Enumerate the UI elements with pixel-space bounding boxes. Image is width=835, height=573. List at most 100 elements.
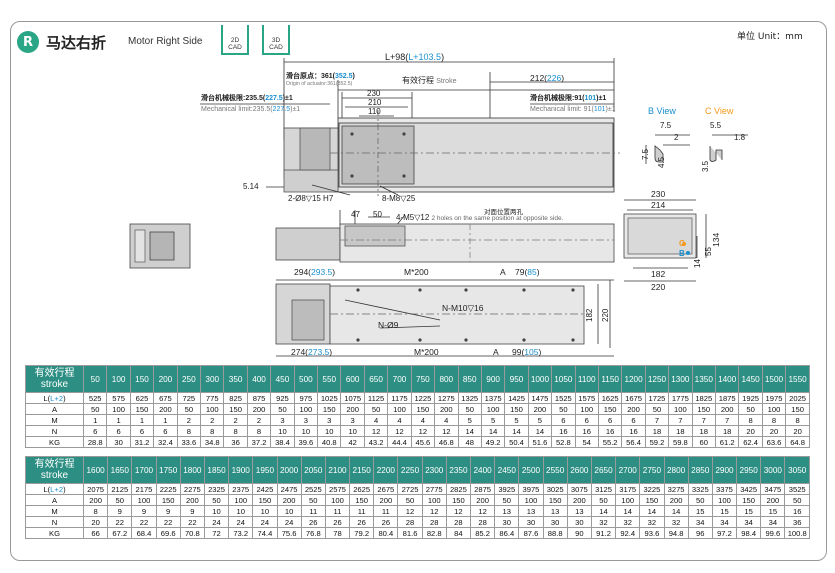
table-cell: 5: [527, 414, 553, 426]
table-cell: 1775: [668, 392, 693, 404]
dim-47: 47: [351, 210, 360, 219]
b-dim-2: 2: [674, 133, 679, 142]
table-cell: 3075: [566, 483, 592, 495]
table-cell: 3425: [736, 483, 762, 495]
table-cell: 40.8: [317, 436, 342, 448]
table-cell: 525: [82, 392, 108, 404]
table-cell: 20: [82, 516, 109, 528]
table-cell: 90: [566, 527, 592, 539]
m-row-label: M: [25, 414, 84, 426]
table-cell: 24: [203, 516, 230, 528]
table-cell: 2775: [421, 483, 447, 495]
kg-row-label: KG: [25, 436, 84, 448]
end-dim-182: 182: [651, 269, 665, 279]
table-cell: 1675: [621, 392, 646, 404]
table-cell: 7: [691, 414, 716, 426]
table-cell: 8: [200, 425, 225, 437]
table-cell: 100: [711, 494, 738, 506]
table-cell: 16: [597, 425, 623, 437]
table-cell: 50: [300, 494, 326, 506]
table-cell: 8: [176, 425, 202, 437]
table-cell: 63.6: [761, 436, 787, 448]
table-cell: 16: [784, 505, 810, 517]
table-cell: 100: [228, 494, 254, 506]
table-cell: 2300: [421, 456, 447, 484]
table-cell: 6: [153, 425, 178, 437]
table-cell: 10: [293, 425, 319, 437]
table-cell: 1250: [644, 365, 670, 393]
table-cell: 350: [223, 365, 248, 393]
table-cell: 18: [691, 425, 716, 437]
table-cell: 900: [480, 365, 506, 393]
table-cell: 4: [410, 414, 436, 426]
table-cell: 200: [760, 494, 786, 506]
table-cell: 52.8: [551, 436, 576, 448]
table-cell: 1400: [714, 365, 740, 393]
table-cell: 62.4: [738, 436, 763, 448]
table-cell: 1150: [597, 365, 623, 393]
table-cell: 14: [480, 425, 506, 437]
table-cell: 600: [340, 365, 365, 393]
table-cell: 31.2: [129, 436, 155, 448]
table-cell: 50: [644, 403, 670, 415]
table-cell: 500: [293, 365, 319, 393]
table-cell: 2750: [639, 456, 665, 484]
table-cell: 9: [107, 505, 133, 517]
table-cell: 88.8: [542, 527, 568, 539]
table-cell: 575: [106, 392, 131, 404]
table-cell: 625: [129, 392, 155, 404]
table-cell: 33.6: [176, 436, 202, 448]
table-cell: 22: [155, 516, 181, 528]
table-cell: 49.2: [480, 436, 506, 448]
table-cell: 28: [445, 516, 472, 528]
table-cell: 2625: [349, 483, 375, 495]
table-cell: 1000: [527, 365, 553, 393]
table-cell: 12: [445, 505, 472, 517]
bottom-a-top: A: [500, 267, 506, 277]
table-cell: 1: [82, 414, 108, 426]
table-cell: 150: [223, 403, 248, 415]
end-dim-134: 134: [711, 233, 721, 247]
table-cell: 14: [663, 505, 689, 517]
table-cell: 26: [300, 516, 326, 528]
table-cell: 50: [457, 403, 482, 415]
table-cell: 100: [421, 494, 447, 506]
table-cell: 37.2: [246, 436, 272, 448]
table-cell: 22: [179, 516, 205, 528]
end-dim-220: 220: [651, 282, 665, 292]
table-cell: 50: [82, 403, 108, 415]
table-cell: 93.6: [639, 527, 665, 539]
table-cell: 2550: [542, 456, 568, 484]
end-dim-214: 214: [651, 200, 665, 210]
table-cell: 28: [421, 516, 447, 528]
table-cell: 150: [639, 494, 665, 506]
table-cell: 725: [176, 392, 202, 404]
end-dim-230: 230: [651, 189, 665, 199]
table-cell: 150: [691, 403, 716, 415]
table-cell: 20: [738, 425, 763, 437]
dim-50: 50: [373, 210, 382, 219]
table-cell: 2825: [445, 483, 472, 495]
table-cell: 100: [480, 403, 506, 415]
table-cell: 98.4: [736, 527, 762, 539]
table-cell: 9: [131, 505, 157, 517]
table-cell: 850: [457, 365, 482, 393]
table-cell: 50: [687, 494, 713, 506]
table-cell: 3: [317, 414, 342, 426]
table-cell: 2425: [252, 483, 278, 495]
table-cell: 28: [469, 516, 496, 528]
table-cell: 100: [200, 403, 225, 415]
table-cell: 3: [340, 414, 365, 426]
table-cell: 32.4: [153, 436, 178, 448]
table-cell: 8: [738, 414, 763, 426]
table-cell: 8: [785, 414, 810, 426]
table-cell: 1: [129, 414, 155, 426]
table-cell: 1725: [644, 392, 670, 404]
table-cell: 12: [387, 425, 412, 437]
